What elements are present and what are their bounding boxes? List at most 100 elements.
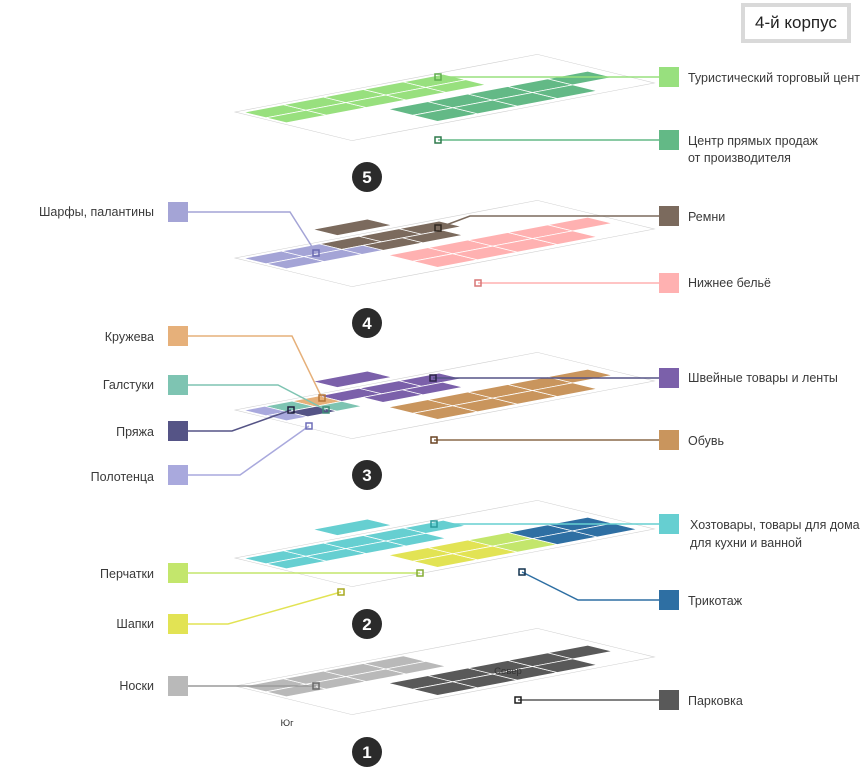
- swatch-belts: [659, 206, 679, 226]
- swatch-tourist: [659, 67, 679, 87]
- floor-4-cell-underwear: [546, 216, 615, 232]
- floor-2-outline: [233, 500, 656, 587]
- label-knitwear: Трикотаж: [688, 594, 743, 608]
- marker-tourist: [434, 73, 442, 81]
- leader-ties: [188, 384, 327, 411]
- floor-4-outline: [233, 200, 656, 287]
- marker-shoes: [430, 436, 438, 444]
- floor-5-badge: [352, 162, 382, 192]
- floor-5-number: 5: [362, 168, 371, 187]
- label-factory-line2: от производителя: [688, 151, 791, 165]
- floor-5-cell-factory: [530, 84, 599, 99]
- floor-4-badge: [352, 308, 382, 338]
- swatch-gloves: [168, 563, 188, 583]
- floor-3-badge: [352, 460, 382, 490]
- floor-1-number: 1: [362, 743, 371, 762]
- label-ties: Галстуки: [103, 378, 154, 392]
- leader-lace: [188, 335, 323, 399]
- floor-4-cell-underwear: [530, 230, 599, 245]
- floor-5-outline: [233, 54, 656, 141]
- floor-2-cell-knitwear: [570, 522, 639, 538]
- marker-hats: [337, 588, 345, 596]
- label-factory-line1: Центр прямых продаж: [688, 134, 819, 148]
- marker-parking: [514, 696, 522, 704]
- north-label: Север: [494, 666, 522, 677]
- swatch-ties: [168, 375, 188, 395]
- swatch-scarves: [168, 202, 188, 222]
- swatch-yarn: [168, 421, 188, 441]
- swatch-shoes: [659, 430, 679, 450]
- label-parking: Парковка: [688, 694, 743, 708]
- label-gloves: Перчатки: [100, 567, 154, 581]
- label-socks: Носки: [119, 679, 154, 693]
- marker-yarn: [287, 406, 295, 414]
- label-household-line2: для кухни и ванной: [690, 536, 802, 550]
- marker-towels: [305, 422, 313, 430]
- floor-4-cell-belts: [400, 229, 465, 244]
- label-hats: Шапки: [116, 617, 154, 631]
- swatch-parking: [659, 690, 679, 710]
- label-underwear: Нижнее бельё: [688, 276, 771, 290]
- floor-4-cell-belts: [310, 218, 394, 236]
- floor-3-outline: [233, 352, 656, 439]
- label-tourist: Туристический торговый центр: [688, 71, 860, 85]
- floor-1-cell-parking: [546, 644, 615, 660]
- leader-hats: [188, 591, 342, 625]
- leader-yarn: [188, 409, 292, 432]
- label-belts: Ремни: [688, 210, 725, 224]
- swatch-knitwear: [659, 590, 679, 610]
- label-scarves: Шарфы, палантины: [39, 205, 154, 219]
- floor-3-cell-towels: [264, 411, 310, 422]
- leader-lines: [188, 76, 659, 701]
- leader-knitwear: [521, 571, 659, 601]
- label-lace: Кружева: [105, 330, 154, 344]
- floor-2-number: 2: [362, 615, 371, 634]
- swatch-sewing: [659, 368, 679, 388]
- swatch-socks: [168, 676, 188, 696]
- label-towels: Полотенца: [91, 470, 154, 484]
- leader-markers: [287, 73, 526, 704]
- legend-labels: Туристический торговый центр Центр прямы…: [39, 71, 860, 708]
- floor-3-number: 3: [362, 466, 371, 485]
- leader-scarves: [188, 211, 317, 254]
- swatch-factory: [659, 130, 679, 150]
- floor-5-cell-tourist: [424, 79, 488, 93]
- floor-5-cell-factory: [546, 70, 615, 86]
- swatch-household: [659, 514, 679, 534]
- floor-5: 5: [233, 54, 656, 192]
- floor-1-badge: [352, 737, 382, 767]
- south-label: Юг: [280, 718, 294, 729]
- floor-4: 4: [233, 200, 656, 338]
- floor-4-number: 4: [362, 314, 372, 333]
- floor-3-cell-shoes: [546, 368, 615, 384]
- marker-gloves: [416, 569, 424, 577]
- marker-household: [430, 520, 438, 528]
- label-sewing: Швейные товары и ленты: [688, 371, 838, 385]
- leader-towels: [188, 425, 310, 476]
- marker-sewing: [429, 374, 437, 382]
- floor-2-cell-household: [310, 518, 394, 536]
- legend-swatches: [168, 67, 679, 710]
- floor-3: 3: [233, 352, 656, 490]
- swatch-lace: [168, 326, 188, 346]
- floor-1-cell-socks: [384, 661, 448, 675]
- label-yarn: Пряжа: [116, 425, 154, 439]
- floor-1-outline: [233, 628, 656, 715]
- label-household-line1: Хозтовары, товары для дома,: [690, 518, 860, 532]
- marker-belts: [434, 224, 442, 232]
- floor-1-cell-parking: [530, 658, 599, 673]
- marker-scarves: [312, 249, 320, 257]
- marker-underwear: [474, 279, 482, 287]
- marker-ties: [322, 406, 330, 414]
- swatch-towels: [168, 465, 188, 485]
- building-title: 4-й корпус: [741, 3, 851, 43]
- floor-3-cell-shoes: [530, 382, 599, 397]
- swatch-underwear: [659, 273, 679, 293]
- label-shoes: Обувь: [688, 434, 724, 448]
- floor-2-cell-household: [384, 533, 448, 547]
- leader-belts: [437, 215, 659, 229]
- marker-knitwear: [518, 568, 526, 576]
- swatch-hats: [168, 614, 188, 634]
- marker-socks: [312, 682, 320, 690]
